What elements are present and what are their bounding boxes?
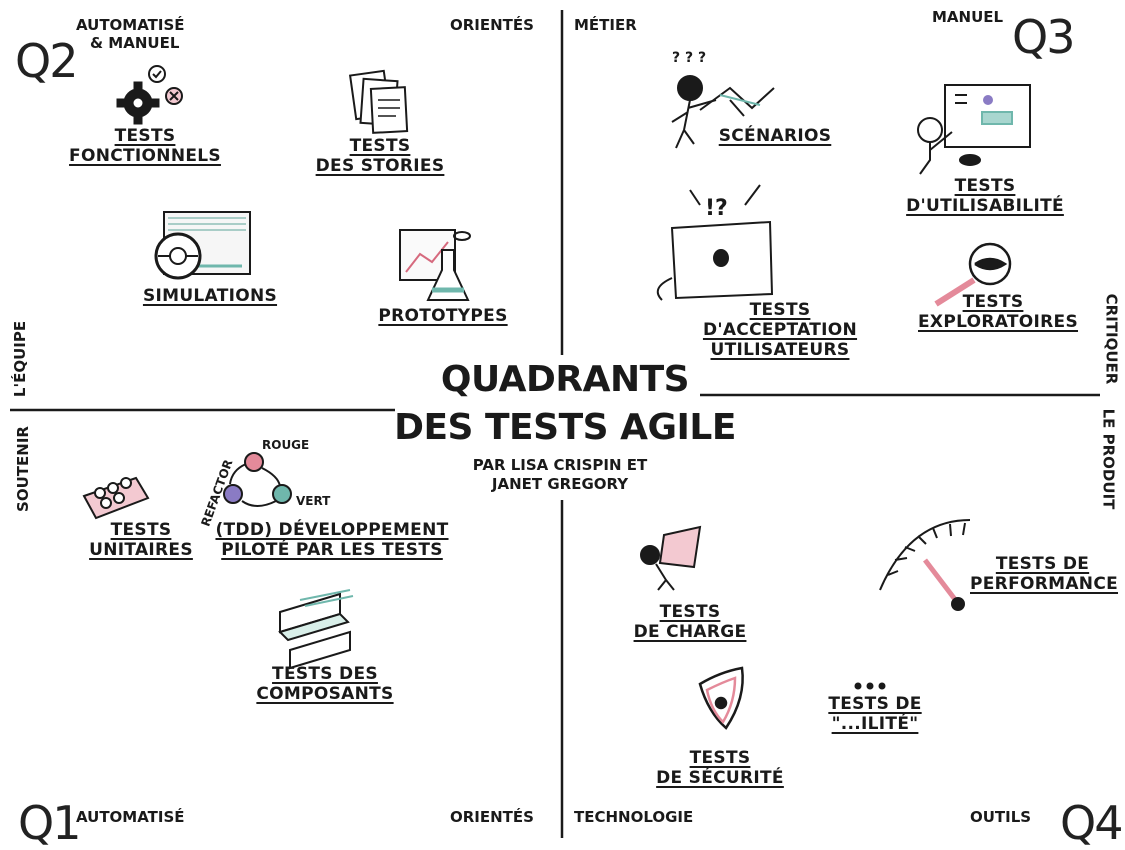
item-tests-des-stories: TESTS DES STORIES [300, 136, 460, 176]
q2-label-line2: & MANUEL [90, 34, 180, 52]
title-line1: QUADRANTS [440, 359, 690, 400]
tdd-cycle-diagram [223, 452, 292, 507]
axis-bottom-left: ORIENTÉS [450, 808, 534, 826]
simulations-line1: SIMULATIONS [142, 286, 278, 306]
exploratoires-line2: EXPLORATOIRES [918, 312, 1079, 332]
usability-screen-icon [917, 84, 1031, 175]
item-tests-ilite: TESTS DE "...ILITÉ" [815, 694, 935, 734]
quadrant-q4-label: OUTILS [970, 808, 1032, 826]
composants-line1: TESTS DES [272, 664, 378, 684]
tests-stories-line1: TESTS [349, 136, 411, 156]
byline-line2: JANET GREGORY [491, 475, 629, 493]
component-boxes-icon [278, 589, 354, 670]
magnifier-eye-icon [934, 242, 1012, 307]
confused-person-icon [671, 75, 775, 149]
ilite-line1: TESTS DE [828, 694, 922, 714]
tests-fonctionnels-line2: FONCTIONNELS [69, 146, 221, 166]
item-tests-acceptation: TESTS D'ACCEPTATION UTILISATEURS [680, 300, 880, 360]
charge-line1: TESTS [659, 602, 721, 622]
diagram-byline: PAR LISA CRISPIN ET JANET GREGORY [430, 456, 690, 494]
exclamation-question-icon: !? [705, 196, 728, 221]
performance-line1: TESTS DE [995, 554, 1090, 574]
tdd-line1: (TDD) DÉVELOPPEMENT [215, 520, 449, 540]
item-tdd: (TDD) DÉVELOPPEMENT PILOTÉ PAR LES TESTS [212, 520, 452, 560]
ilite-line2: "...ILITÉ" [831, 714, 919, 734]
byline-line1: PAR LISA CRISPIN ET [472, 456, 648, 474]
axis-right-bottom: LE PRODUIT [1099, 408, 1118, 510]
check-cross-icons [148, 65, 183, 105]
item-tests-fonctionnels: TESTS FONCTIONNELS [60, 126, 230, 166]
item-tests-de-performance: TESTS DE PERFORMANCE [970, 554, 1119, 594]
charge-line2: DE CHARGE [633, 622, 747, 642]
quadrant-q1-number: Q1 [18, 796, 82, 850]
axis-bottom-right: TECHNOLOGIE [574, 808, 694, 826]
quadrant-q2-number: Q2 [15, 34, 79, 88]
acceptation-line2: D'ACCEPTATION [702, 320, 858, 340]
documents-icon [348, 69, 409, 134]
item-tests-de-charge: TESTS DE CHARGE [630, 602, 750, 642]
axis-left-bottom: SOUTENIR [13, 426, 32, 512]
lego-brick-icon [82, 476, 150, 520]
ellipsis-icon [854, 682, 886, 690]
laptop-icon [656, 184, 774, 301]
load-carrier-icon [640, 525, 702, 591]
item-tests-unitaires: TESTS UNITAIRES [86, 520, 196, 560]
item-tests-de-securite: TESTS DE SÉCURITÉ [650, 748, 790, 788]
exploratoires-line1: TESTS [962, 292, 1024, 312]
acceptation-line1: TESTS [749, 300, 811, 320]
axis-left-top: L'ÉQUIPE [11, 320, 30, 398]
axis-right-top: CRITIQUER [1102, 293, 1121, 385]
item-tests-utilisabilite: TESTS D'UTILISABILITÉ [905, 176, 1065, 216]
quadrant-q4-number: Q4 [1060, 796, 1124, 850]
simulator-icon [154, 211, 251, 280]
item-tests-composants: TESTS DES COMPOSANTS [245, 664, 405, 704]
diagram-title: QUADRANTS DES TESTS AGILE [370, 360, 760, 448]
utilisabilite-line1: TESTS [954, 176, 1016, 196]
quadrant-q3-label: MANUEL [932, 8, 1004, 26]
unitaires-line2: UNITAIRES [89, 540, 193, 560]
tdd-line2: PILOTÉ PAR LES TESTS [221, 540, 443, 560]
prototype-flask-icon [399, 229, 471, 301]
unitaires-line1: TESTS [110, 520, 172, 540]
axis-top-right: MÉTIER [574, 16, 637, 34]
composants-line2: COMPOSANTS [256, 684, 394, 704]
performance-gauge-icon [879, 519, 971, 611]
quadrant-q1-label: AUTOMATISÉ [76, 808, 185, 826]
securite-line2: DE SÉCURITÉ [656, 768, 784, 788]
performance-line2: PERFORMANCE [970, 574, 1119, 594]
quadrant-q3-number: Q3 [1012, 10, 1076, 64]
question-marks-icon: ? ? ? [672, 50, 706, 66]
item-tests-exploratoires: TESTS EXPLORATOIRES [918, 292, 1079, 332]
item-prototypes: PROTOTYPES [368, 306, 518, 326]
prototypes-line1: PROTOTYPES [378, 306, 508, 326]
securite-line1: TESTS [689, 748, 751, 768]
tests-fonctionnels-line1: TESTS [114, 126, 176, 146]
title-line2: DES TESTS AGILE [394, 407, 736, 448]
q2-label-line1: AUTOMATISÉ [76, 16, 185, 34]
quadrant-q2-label: AUTOMATISÉ & MANUEL [76, 16, 185, 52]
scenarios-line1: SCÉNARIOS [718, 126, 832, 146]
item-simulations: SIMULATIONS [130, 286, 290, 306]
acceptation-line3: UTILISATEURS [710, 340, 850, 360]
tdd-vert-label: VERT [296, 494, 331, 508]
tdd-rouge-label: ROUGE [262, 438, 310, 452]
tests-stories-line2: DES STORIES [315, 156, 445, 176]
item-scenarios: SCÉNARIOS [705, 126, 845, 146]
axis-top-left: ORIENTÉS [450, 16, 534, 34]
security-shield-icon [698, 666, 744, 730]
gear-icon [116, 81, 160, 125]
utilisabilite-line2: D'UTILISABILITÉ [906, 196, 1064, 216]
